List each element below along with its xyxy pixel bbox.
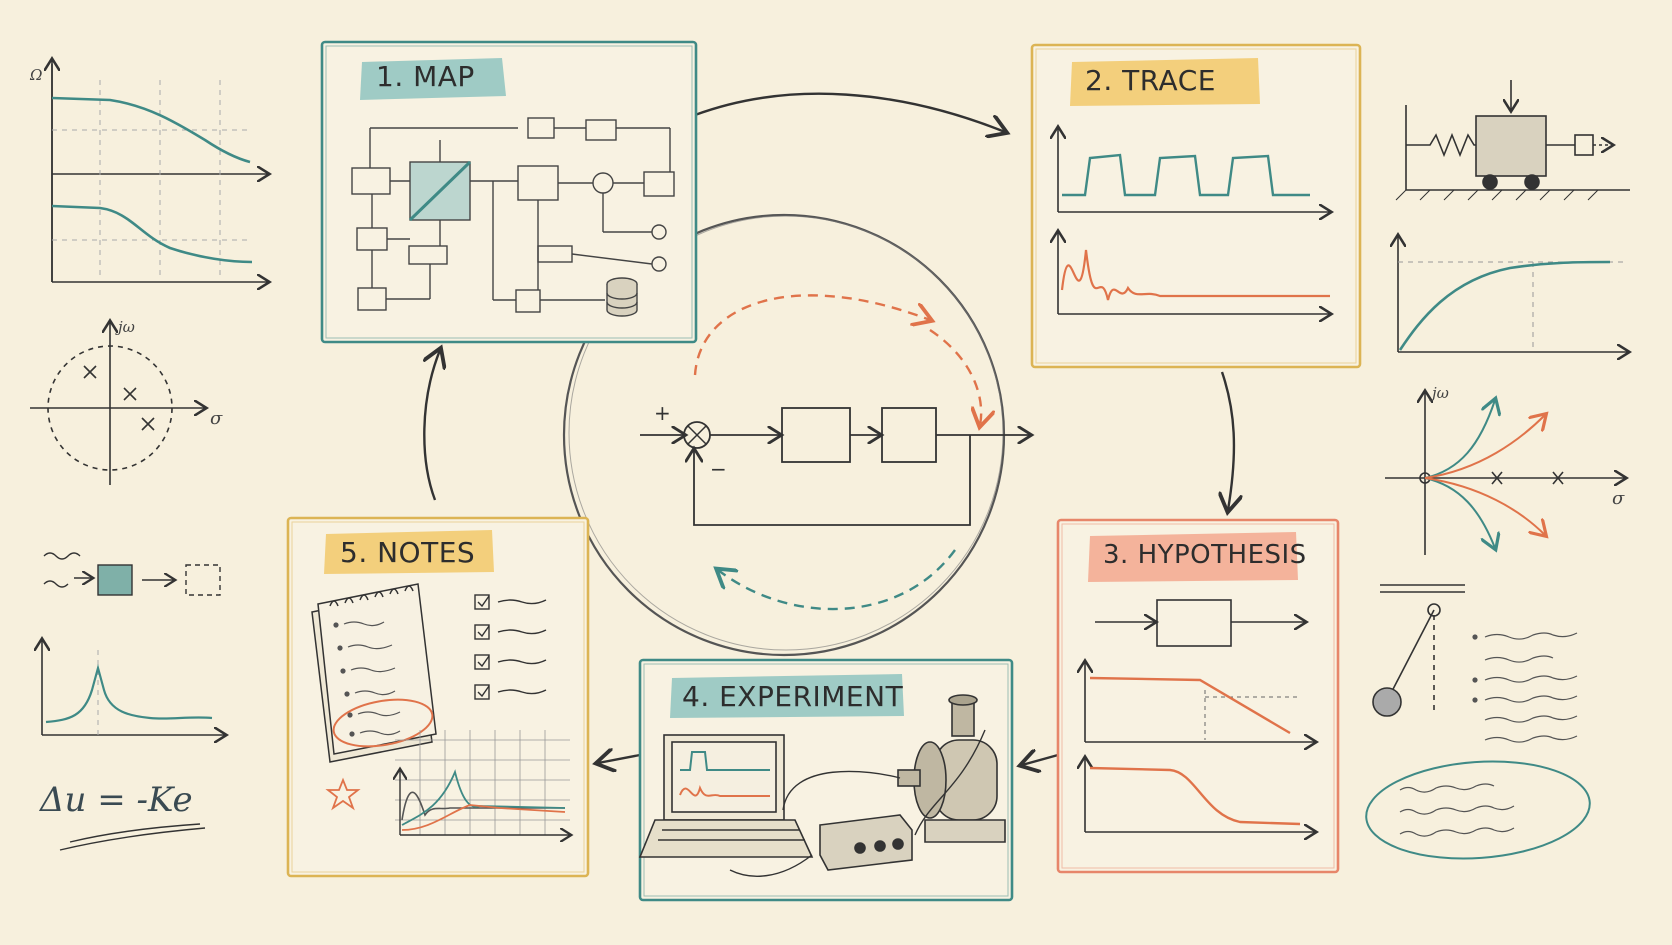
control-law-equation: Δu = -Ke [40,780,193,820]
notebook-icon [311,583,437,763]
database-icon [606,277,638,317]
hypothesis-bode-magnitude [1089,676,1291,735]
panel-experiment [638,658,1014,902]
signal-flow-sketch [43,552,221,596]
map-title-highlight [360,58,506,100]
arrow-experiment-to-notes [598,755,641,763]
root-locus-real-label: σ [1612,488,1625,509]
trace-damped-oscillation [1060,249,1330,301]
step-title-trace: 2. TRACE [1085,64,1216,97]
panel-notes [286,516,590,878]
checklist [474,594,547,700]
panel-trace [1030,43,1362,369]
arrow-hypothesis-to-experiment [1022,755,1059,765]
step-title-experiment: 4. EXPERIMENT [682,680,904,713]
forward-dashed-arrow [693,294,930,376]
right-sketches [1365,80,1630,860]
root-locus-imag-label: jω [1432,384,1449,402]
star-icon [325,777,361,811]
control-law-underline [59,823,206,851]
mass-spring-sketch [1395,80,1630,201]
left-sketches [30,60,268,851]
equations-oval [1365,760,1591,860]
right-notes-scribbles [1472,632,1578,743]
motor-icon [897,694,1006,843]
pz-imag-axis-label: jω [118,318,135,336]
pendulum-sketch [1372,584,1465,717]
signal-box-icon [819,814,913,871]
laptop-icon [638,734,814,858]
map-block-diagram [351,117,675,313]
notes-title-highlight [324,530,494,574]
panel-map [320,40,698,344]
step-response-sketch [1398,236,1628,352]
step-title-hypothesis: 3. HYPOTHESIS [1103,540,1307,570]
peak-plot-sketch [42,640,225,735]
arrow-map-to-trace [694,92,1005,132]
pz-real-axis-label: σ [210,408,223,429]
hypothesis-title-highlight [1088,532,1298,582]
feedback-path [694,435,971,526]
panel-hypothesis [1056,518,1340,874]
arrow-notes-to-map [424,350,440,501]
arrow-trace-to-hypothesis [1222,371,1234,510]
controller-block [781,407,851,463]
plus-sign: + [654,401,671,425]
bode-axis-label: Ω [30,66,43,84]
minus-sign: − [710,457,727,481]
plant-block [881,407,937,463]
center-feedback-loop: + − [562,213,1030,657]
notes-grid-plot [395,730,570,835]
trace-square-wave [1062,153,1310,197]
hypothesis-bode-phase [1089,766,1301,826]
step-title-notes: 5. NOTES [340,536,476,569]
trace-title-highlight [1070,58,1260,106]
cycle-arrows [424,92,1234,765]
pole-zero-sketch [30,322,205,485]
step-title-map: 1. MAP [376,60,475,93]
return-dashed-arrow [718,549,956,611]
root-locus-sketch [1385,392,1625,555]
experiment-title-highlight [670,674,904,718]
